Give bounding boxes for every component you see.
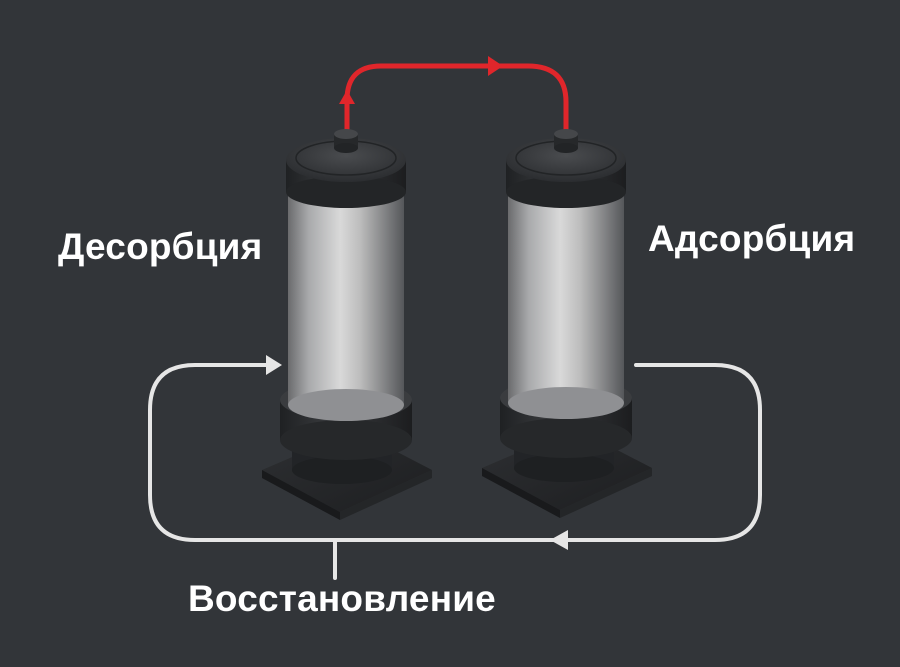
hot-flow-line xyxy=(344,63,569,135)
arrow-right-icon xyxy=(488,56,503,76)
adsorption-column xyxy=(482,129,652,518)
return-flow-loop xyxy=(148,363,762,580)
desorption-column xyxy=(262,129,432,520)
arrow-right-icon xyxy=(266,355,282,375)
adsorption-label: Адсорбция xyxy=(648,218,856,259)
regeneration-label: Восстановление xyxy=(188,578,496,619)
desorption-label: Десорбция xyxy=(58,226,263,267)
arrow-left-icon xyxy=(550,530,568,550)
arrow-up-icon xyxy=(339,90,355,104)
